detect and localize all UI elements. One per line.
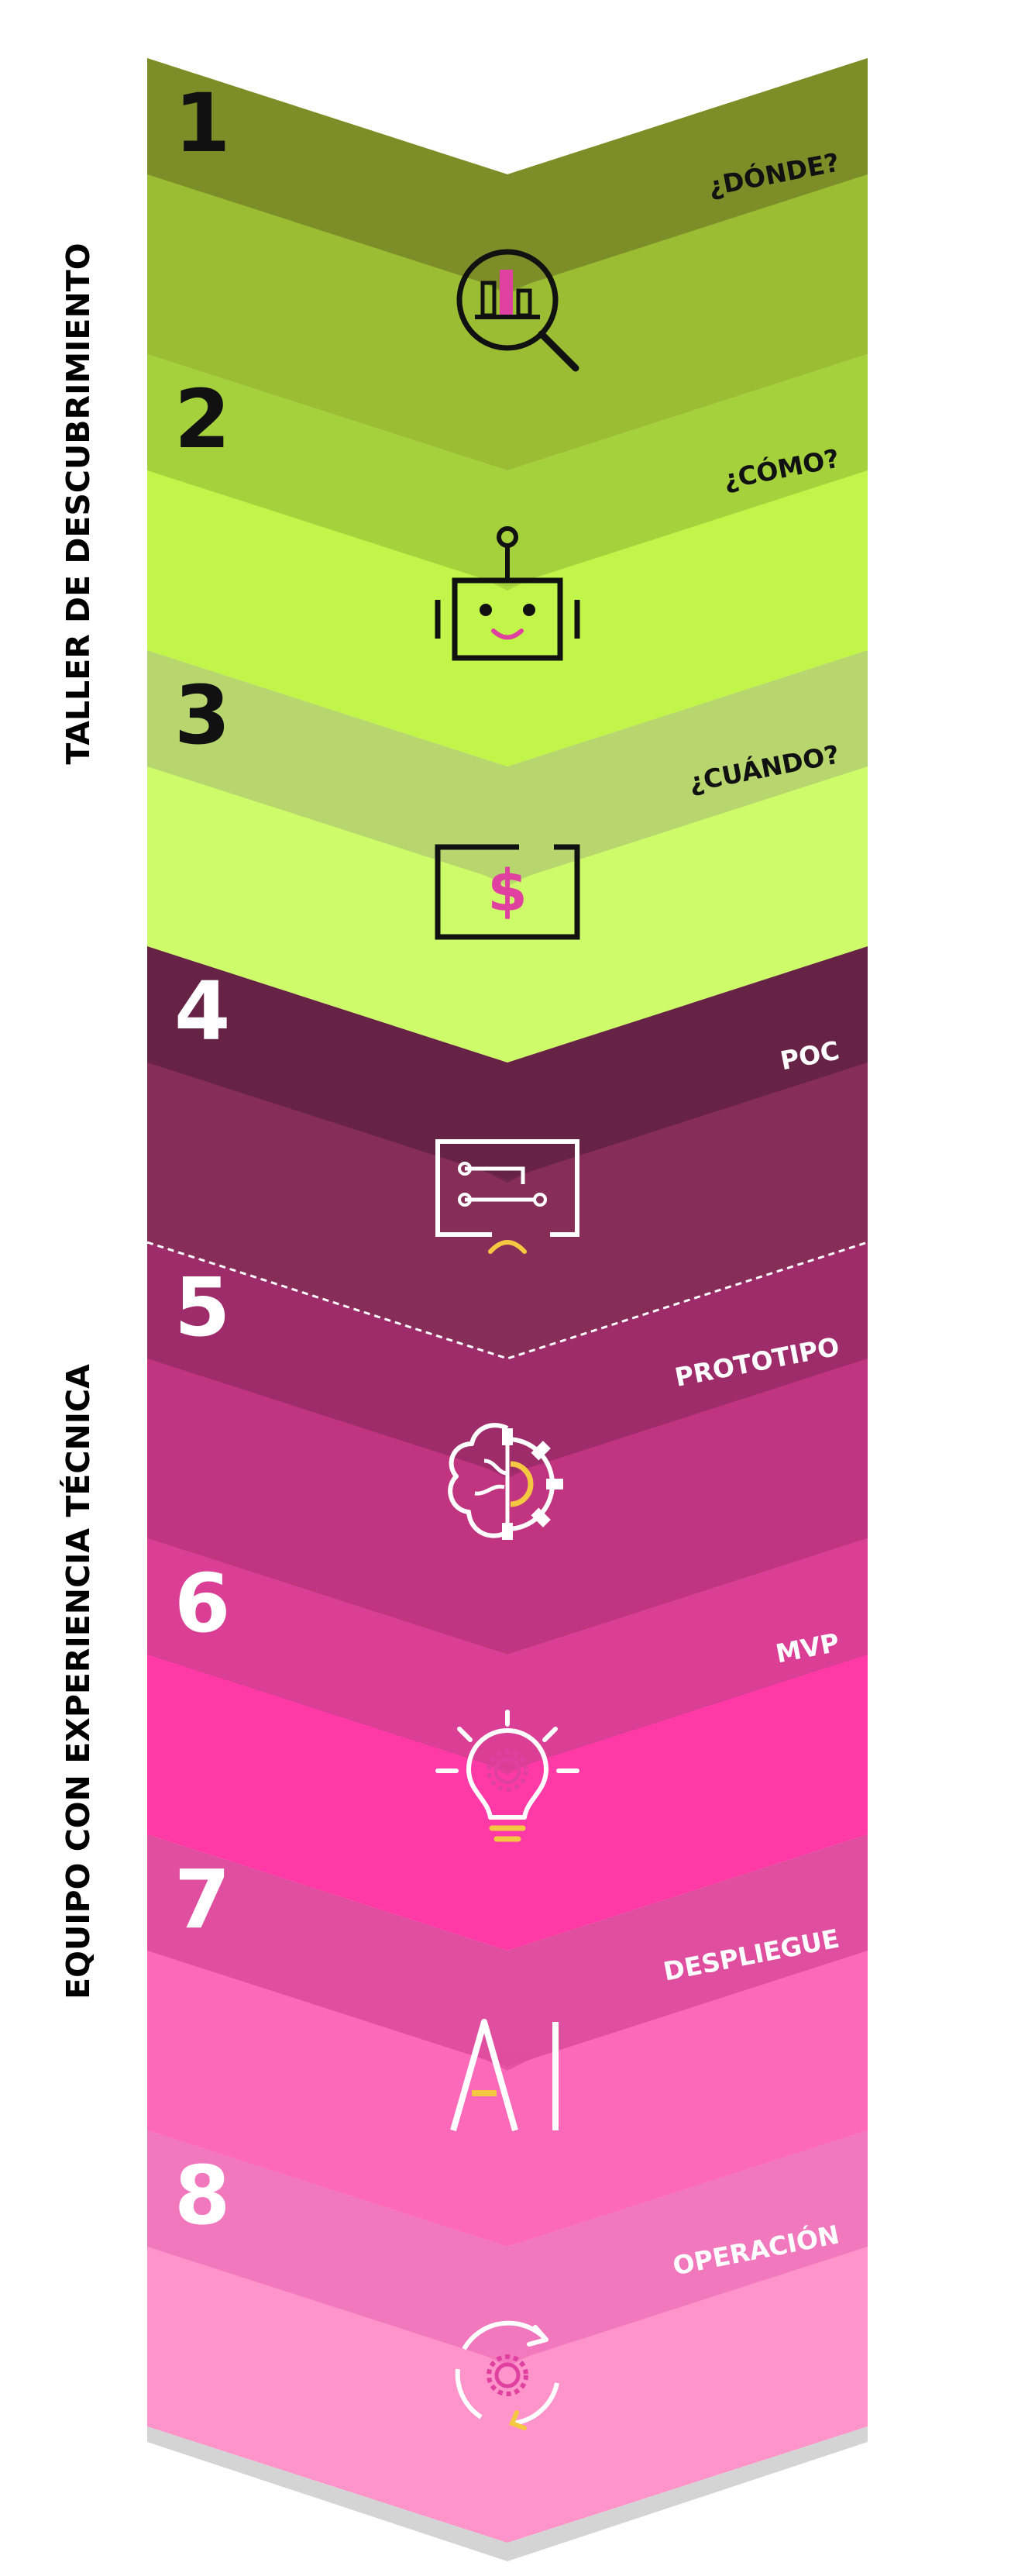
step-4-number: 4	[174, 964, 230, 1059]
step-8-number: 8	[174, 2148, 230, 2243]
dollar-frame-icon: $	[435, 844, 580, 940]
step-6-arrow-marker	[469, 1755, 546, 1775]
side-label-technical-team: EQUIPO CON EXPERIENCIA TÉCNICA	[60, 1364, 97, 1999]
ai-letters-icon	[450, 2019, 559, 2132]
circuit-frame-icon	[435, 1139, 579, 1254]
chevron-backgrounds	[146, 58, 868, 2561]
step-icons: $	[435, 249, 580, 2430]
step-7-arrow-marker	[469, 2051, 546, 2071]
step-6-number: 6	[174, 1556, 230, 1651]
side-label-discovery-workshop: TALLER DE DESCUBRIMIENTO	[60, 243, 97, 764]
step-3-arrow-marker	[469, 867, 546, 887]
brain-gear-icon	[448, 1423, 563, 1540]
step-3-number: 3	[174, 668, 230, 763]
svg-text:$: $	[487, 858, 528, 925]
step-1-section	[147, 58, 868, 470]
step-1-number: 1	[174, 76, 230, 170]
step-2-number: 2	[174, 372, 230, 467]
search-chart-icon	[456, 249, 579, 372]
cycle-gear-icon	[455, 2320, 559, 2430]
step-7-number: 7	[174, 1852, 230, 1947]
robot-icon	[435, 526, 580, 661]
step-1-band	[147, 58, 868, 291]
step-5-number: 5	[174, 1260, 230, 1355]
lightbulb-gear-icon	[435, 1710, 579, 1842]
phase-separator-line	[146, 1241, 868, 1360]
